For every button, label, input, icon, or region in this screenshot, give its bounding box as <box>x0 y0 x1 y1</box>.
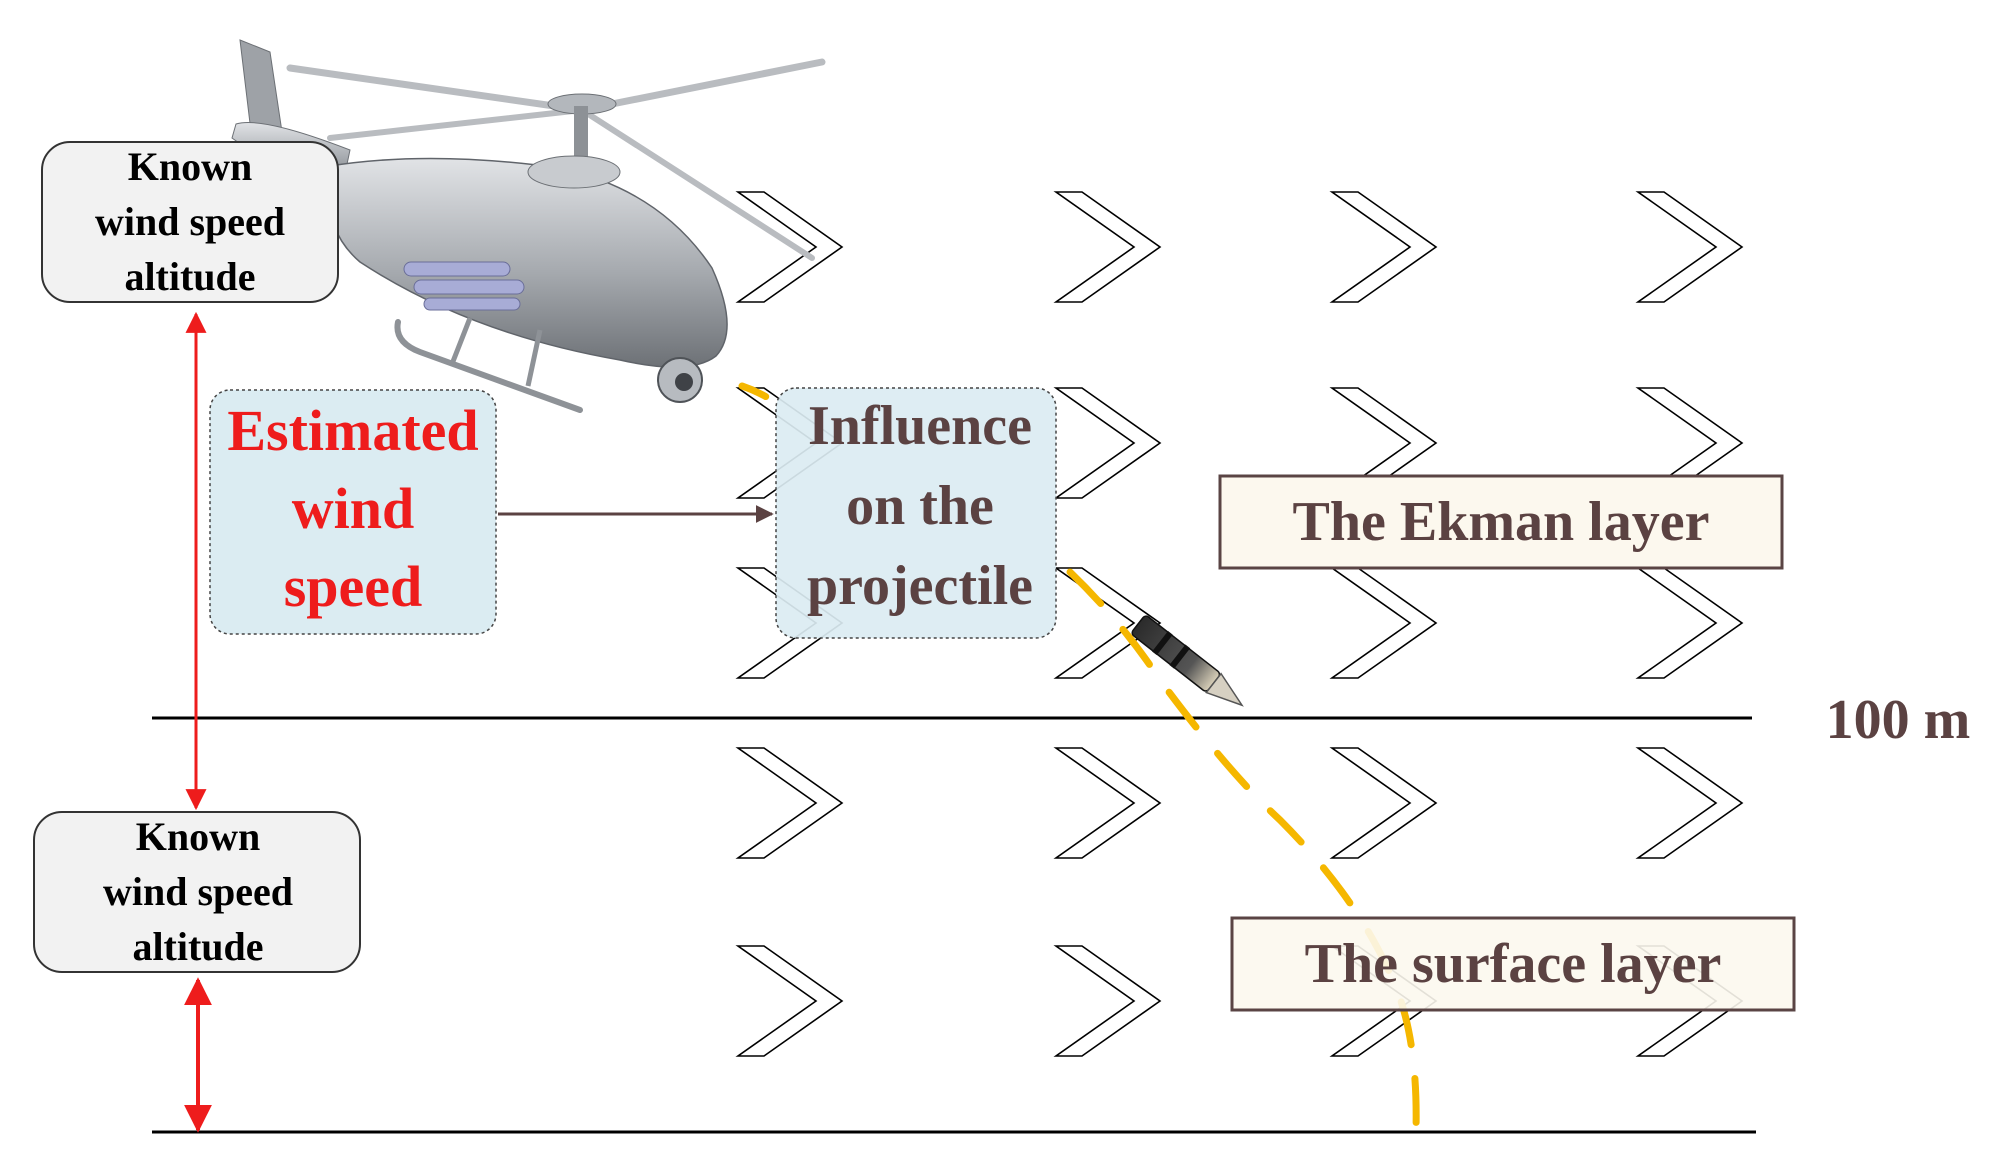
estimated-line-2: wind <box>292 476 415 541</box>
chevron-icon <box>1329 567 1438 679</box>
chevron-icon <box>1053 747 1162 859</box>
estimated-line-3: speed <box>284 554 423 619</box>
known-lower-line-3: altitude <box>132 924 263 969</box>
known-wind-box-upper: Known wind speed altitude <box>41 141 339 303</box>
ekman-layer-text: The Ekman layer <box>1293 491 1710 553</box>
surface-layer-label: The surface layer <box>1230 916 1796 1012</box>
trajectory-upper <box>738 382 782 408</box>
known-upper-line-2: wind speed <box>95 199 285 244</box>
chevron-icon <box>735 747 844 859</box>
trajectory-path <box>1066 568 1420 1134</box>
known-lower-line-1: Known <box>136 814 261 859</box>
chevron-icon <box>735 191 844 303</box>
known-upper-line-1: Known <box>128 144 253 189</box>
chevron-icon <box>1053 191 1162 303</box>
chevron-icon <box>1053 945 1162 1057</box>
influence-line-2: on the <box>846 475 994 537</box>
chevron-icon <box>1329 747 1438 859</box>
influence-line-3: projectile <box>807 555 1033 617</box>
chevron-icon <box>1329 191 1438 303</box>
chevron-icon <box>1635 191 1744 303</box>
surface-layer-text: The surface layer <box>1305 933 1722 995</box>
chevron-icon <box>1635 747 1744 859</box>
known-wind-box-lower: Known wind speed altitude <box>33 811 361 973</box>
helicopter-icon <box>231 39 826 413</box>
estimated-wind-box: Estimated wind speed <box>209 389 497 635</box>
chevron-icon <box>1635 567 1744 679</box>
influence-box: Influence on the projectile <box>775 387 1057 639</box>
ekman-layer-label: The Ekman layer <box>1218 474 1784 570</box>
influence-line-1: Influence <box>808 395 1032 457</box>
height-label-100m: 100 m <box>1826 689 1971 751</box>
chevron-icon <box>1053 387 1162 499</box>
known-lower-line-2: wind speed <box>103 869 293 914</box>
known-upper-line-3: altitude <box>124 254 255 299</box>
projectile-icon <box>1131 615 1244 707</box>
chevron-icon <box>735 945 844 1057</box>
estimated-line-1: Estimated <box>227 398 478 463</box>
